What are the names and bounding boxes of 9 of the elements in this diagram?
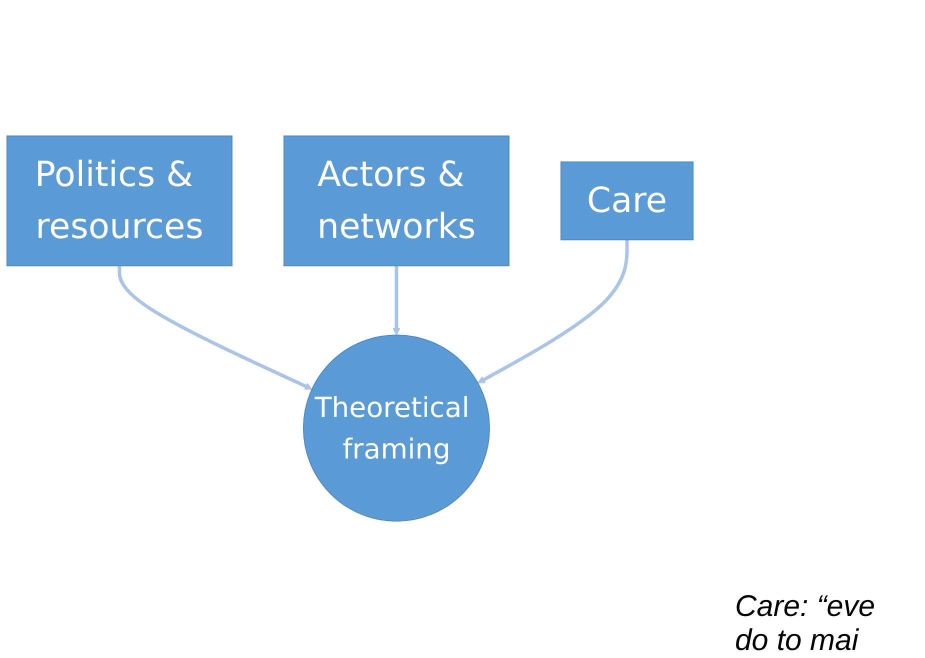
- node-box: Politics & resources: [6, 136, 232, 267]
- node-box: Actors & networks: [284, 136, 510, 267]
- note-text: do to mai: [735, 624, 860, 658]
- arrow: [478, 240, 629, 384]
- node-box: Care: [560, 162, 694, 241]
- arrow: [392, 266, 400, 336]
- node-circle: Theoretical framing: [302, 335, 490, 522]
- note-text: Care: “eve: [735, 590, 876, 624]
- arrow: [118, 266, 312, 390]
